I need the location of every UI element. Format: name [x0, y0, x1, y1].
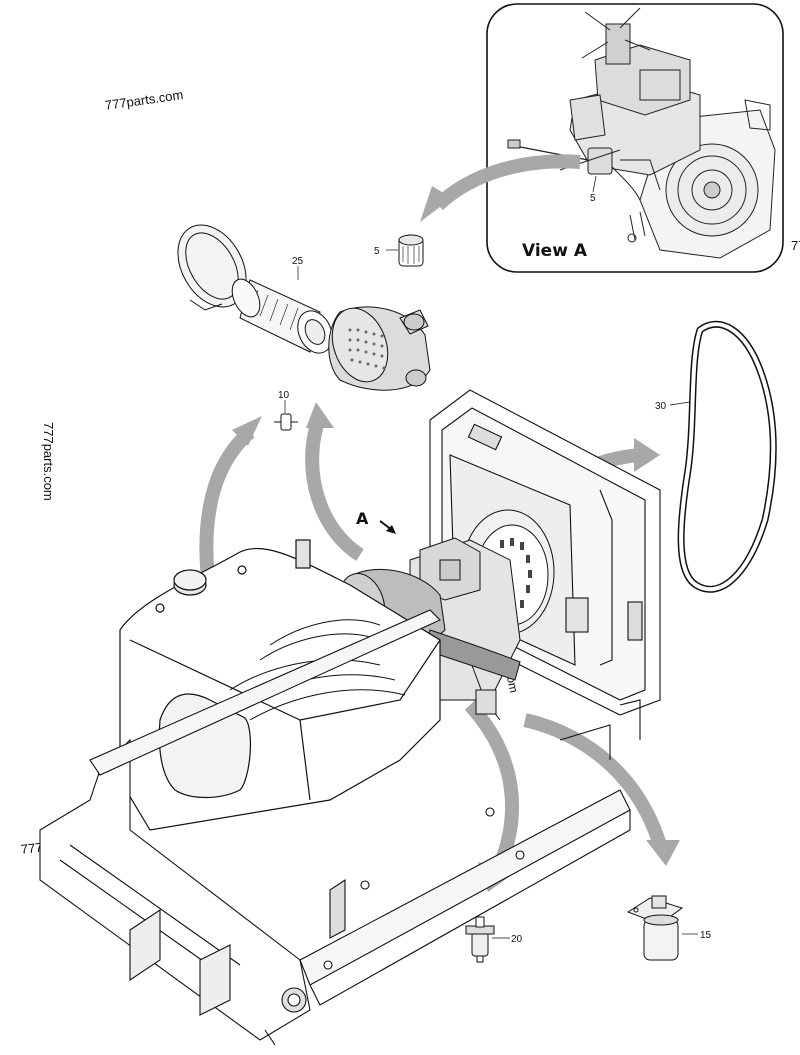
air-cleaner-assembly [177, 224, 431, 391]
base-frame [39, 609, 641, 1046]
view-a-marker-arrow [379, 520, 396, 534]
view-a-inset: 5 View A [486, 3, 784, 273]
callout-10: 10 [278, 390, 290, 401]
oil-filter-5 [398, 234, 424, 267]
callout-25: 25 [292, 256, 304, 267]
view-a-marker: A [356, 509, 369, 528]
watermark: 77 [791, 238, 800, 253]
callout-5: 5 [374, 246, 380, 257]
view-a-title: View A [522, 241, 588, 261]
callout-20: 20 [511, 934, 523, 945]
inline-filter-10 [274, 413, 298, 431]
callout-15: 15 [700, 930, 712, 941]
fuel-filter-20 [465, 916, 495, 963]
v-belt-30 [677, 320, 777, 593]
fuel-filter-15 [626, 895, 684, 961]
callout-30: 30 [655, 401, 667, 412]
view-a-callout: 5 [590, 193, 596, 204]
